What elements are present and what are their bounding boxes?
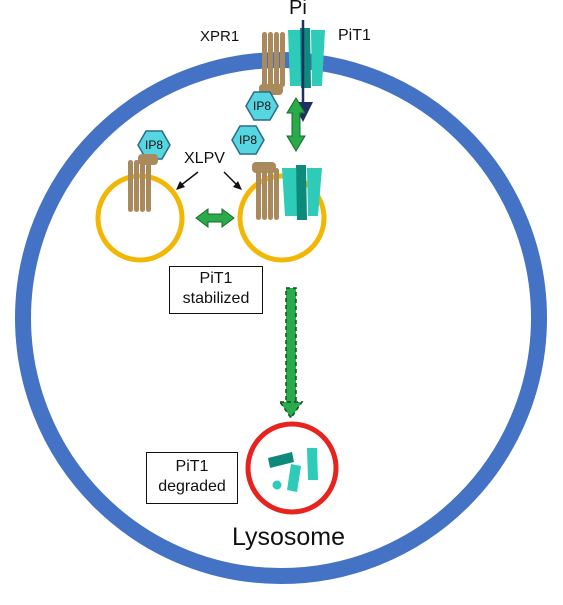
- cell-membrane: [15, 52, 547, 584]
- lysosome: [245, 421, 339, 515]
- xlpv-left-pointer-head: [176, 181, 185, 190]
- pit1-membrane-protein: [288, 28, 325, 88]
- pit1-right-vesicle: [282, 165, 322, 220]
- degradation-arrow: [278, 287, 304, 420]
- xlpv-label: XLPV: [184, 150, 225, 167]
- green-double-arrow-vertical: [286, 97, 306, 152]
- xlpv-right-pointer: [223, 171, 239, 187]
- ip8-hexagon-left-vesicle: IP8: [137, 130, 171, 160]
- lysosome-label: Lysosome: [232, 523, 346, 551]
- ip8-hexagon-membrane: IP8: [245, 91, 279, 121]
- pit1-stabilized-box: PiT1 stabilized: [169, 266, 263, 314]
- degraded-line1: PiT1: [175, 458, 209, 475]
- xlpv-right-pointer-head: [233, 181, 242, 190]
- stabilized-line1: PiT1: [199, 270, 233, 287]
- pi-label: Pi: [289, 0, 307, 19]
- ip8-label: IP8: [253, 99, 271, 113]
- stabilized-line2: stabilized: [182, 290, 250, 307]
- right-vesicle: [237, 173, 327, 263]
- ip8-hexagon-upper-vesicle: IP8: [231, 125, 265, 155]
- pit1-degraded-box: PiT1 degraded: [146, 452, 238, 504]
- xpr1-right-vesicle: [252, 162, 279, 220]
- xpr1-label: XPR1: [200, 28, 240, 45]
- xpr1-membrane-protein: [259, 32, 285, 95]
- degraded-line2: degraded: [158, 478, 226, 495]
- green-double-arrow-horizontal: [195, 208, 235, 228]
- ip8-label: IP8: [239, 133, 257, 147]
- xpr1-left-vesicle: [128, 154, 158, 212]
- xlpv-left-pointer: [179, 171, 199, 187]
- degraded-pit1-fragments: [268, 448, 318, 492]
- ip8-label: IP8: [145, 138, 163, 152]
- pit1-label: PiT1: [338, 27, 371, 44]
